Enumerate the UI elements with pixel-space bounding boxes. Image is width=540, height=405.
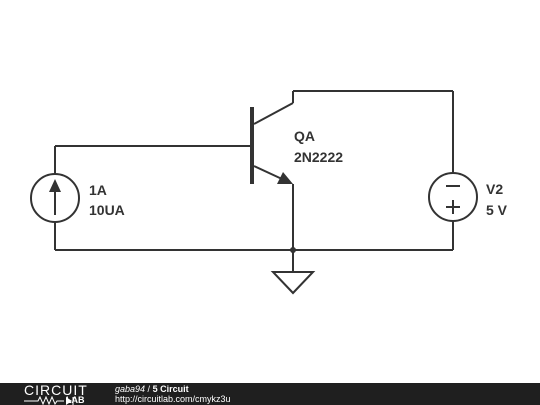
npn-transistor [250, 91, 294, 184]
ground-symbol [270, 271, 316, 295]
wires [54, 90, 454, 272]
current-arrow-head [49, 179, 61, 192]
transistor-emitter [253, 165, 283, 180]
voltage-source-circle [428, 172, 478, 222]
current-source-value: 10UA [89, 202, 125, 218]
circuit-attribution: gaba94 / 5 Circuit [115, 384, 189, 394]
voltage-source [428, 172, 478, 222]
current-source-name: 1A [89, 182, 107, 198]
voltage-source-name: V2 [486, 181, 503, 197]
junction-dot [290, 247, 296, 253]
voltage-source-value: 5 V [486, 202, 508, 218]
footer-bar: CIRCUIT LAB gaba94 / 5 Circuit http://ci… [0, 383, 540, 405]
transistor-collector [253, 102, 294, 125]
circuit-schematic: 1A 10UA QA 2N2222 V2 5 V [30, 90, 508, 295]
circuit-title[interactable]: 5 Circuit [152, 384, 189, 394]
transistor-name: QA [294, 128, 315, 144]
transistor-emitter-arrow [277, 172, 293, 184]
circuit-url[interactable]: http://circuitlab.com/cmykz3u [115, 394, 231, 404]
transistor-model: 2N2222 [294, 149, 343, 165]
circuitlab-logo-sub: LAB [66, 395, 85, 405]
current-source [30, 173, 80, 223]
resistor-logo-icon [24, 396, 74, 405]
attribution-separator: / [145, 384, 153, 394]
circuitlab-logo[interactable]: CIRCUIT [24, 382, 88, 398]
author-name[interactable]: gaba94 [115, 384, 146, 394]
